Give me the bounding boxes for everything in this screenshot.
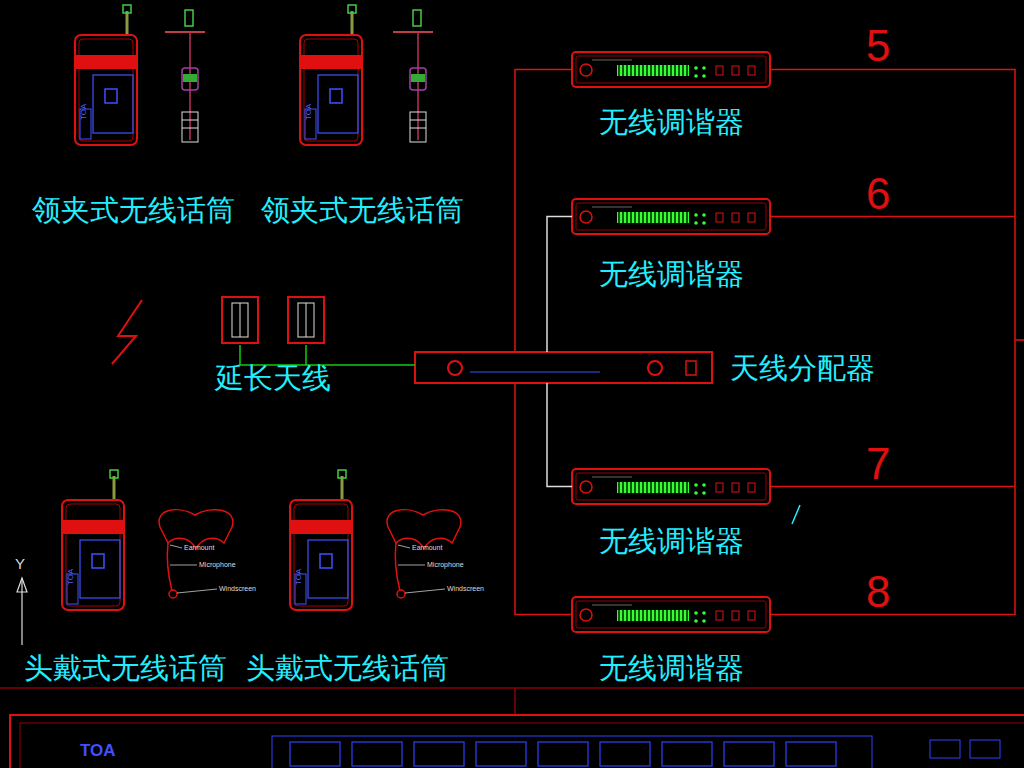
node-label: 无线调谐器 <box>599 524 744 558</box>
part-label: Earmount <box>184 544 214 551</box>
antenna-distributor: 天线分配器 <box>415 352 712 383</box>
brand-logo: TOA <box>67 569 75 585</box>
signal-wire <box>515 70 572 353</box>
node-label: 领夹式无线话筒 <box>261 193 464 227</box>
callout-number: 5 <box>866 24 890 68</box>
node-label: 无线调谐器 <box>599 651 744 685</box>
wireless-tuner: 无线调谐器 <box>572 469 770 504</box>
signal-wire <box>515 383 572 615</box>
lavalier-mic-set: 领夹式无线话筒 <box>28 5 239 227</box>
callout-number: 6 <box>866 172 890 216</box>
wireless-tuner: 无线调谐器 <box>572 199 770 234</box>
extension-antenna: 延长天线 <box>215 293 331 345</box>
signal-wire <box>547 383 572 487</box>
node-label: 头戴式无线话筒 <box>24 651 227 685</box>
axis-label: Y <box>15 556 25 571</box>
callout-number: 8 <box>866 570 890 614</box>
brand-logo: TOA <box>305 104 313 120</box>
headset-mic-set: 头戴式无线话筒 <box>12 495 238 685</box>
signal-wire <box>547 217 572 353</box>
wireless-tuner: 无线调谐器 <box>572 52 770 87</box>
callout-number: 7 <box>866 442 890 486</box>
part-label: Microphone <box>427 561 464 568</box>
node-label: 无线调谐器 <box>599 105 744 139</box>
wireless-tuner: 无线调谐器 <box>572 597 770 632</box>
node-label: 天线分配器 <box>730 351 875 385</box>
node-label: 领夹式无线话筒 <box>32 193 235 227</box>
node-label: 延长天线 <box>215 361 331 395</box>
part-label: Windscreen <box>219 585 256 592</box>
brand-logo: TOA <box>80 104 88 120</box>
brand-logo: TOA <box>295 569 303 585</box>
brand-logo: TOA <box>80 742 116 759</box>
lavalier-mic-set: 领夹式无线话筒 <box>255 5 470 227</box>
node-label: 无线调谐器 <box>599 257 744 291</box>
part-label: Microphone <box>199 561 236 568</box>
part-label: Windscreen <box>447 585 484 592</box>
part-label: Earmount <box>412 544 442 551</box>
headset-mic-set: 头戴式无线话筒 <box>241 495 453 685</box>
node-label: 头戴式无线话筒 <box>246 651 449 685</box>
